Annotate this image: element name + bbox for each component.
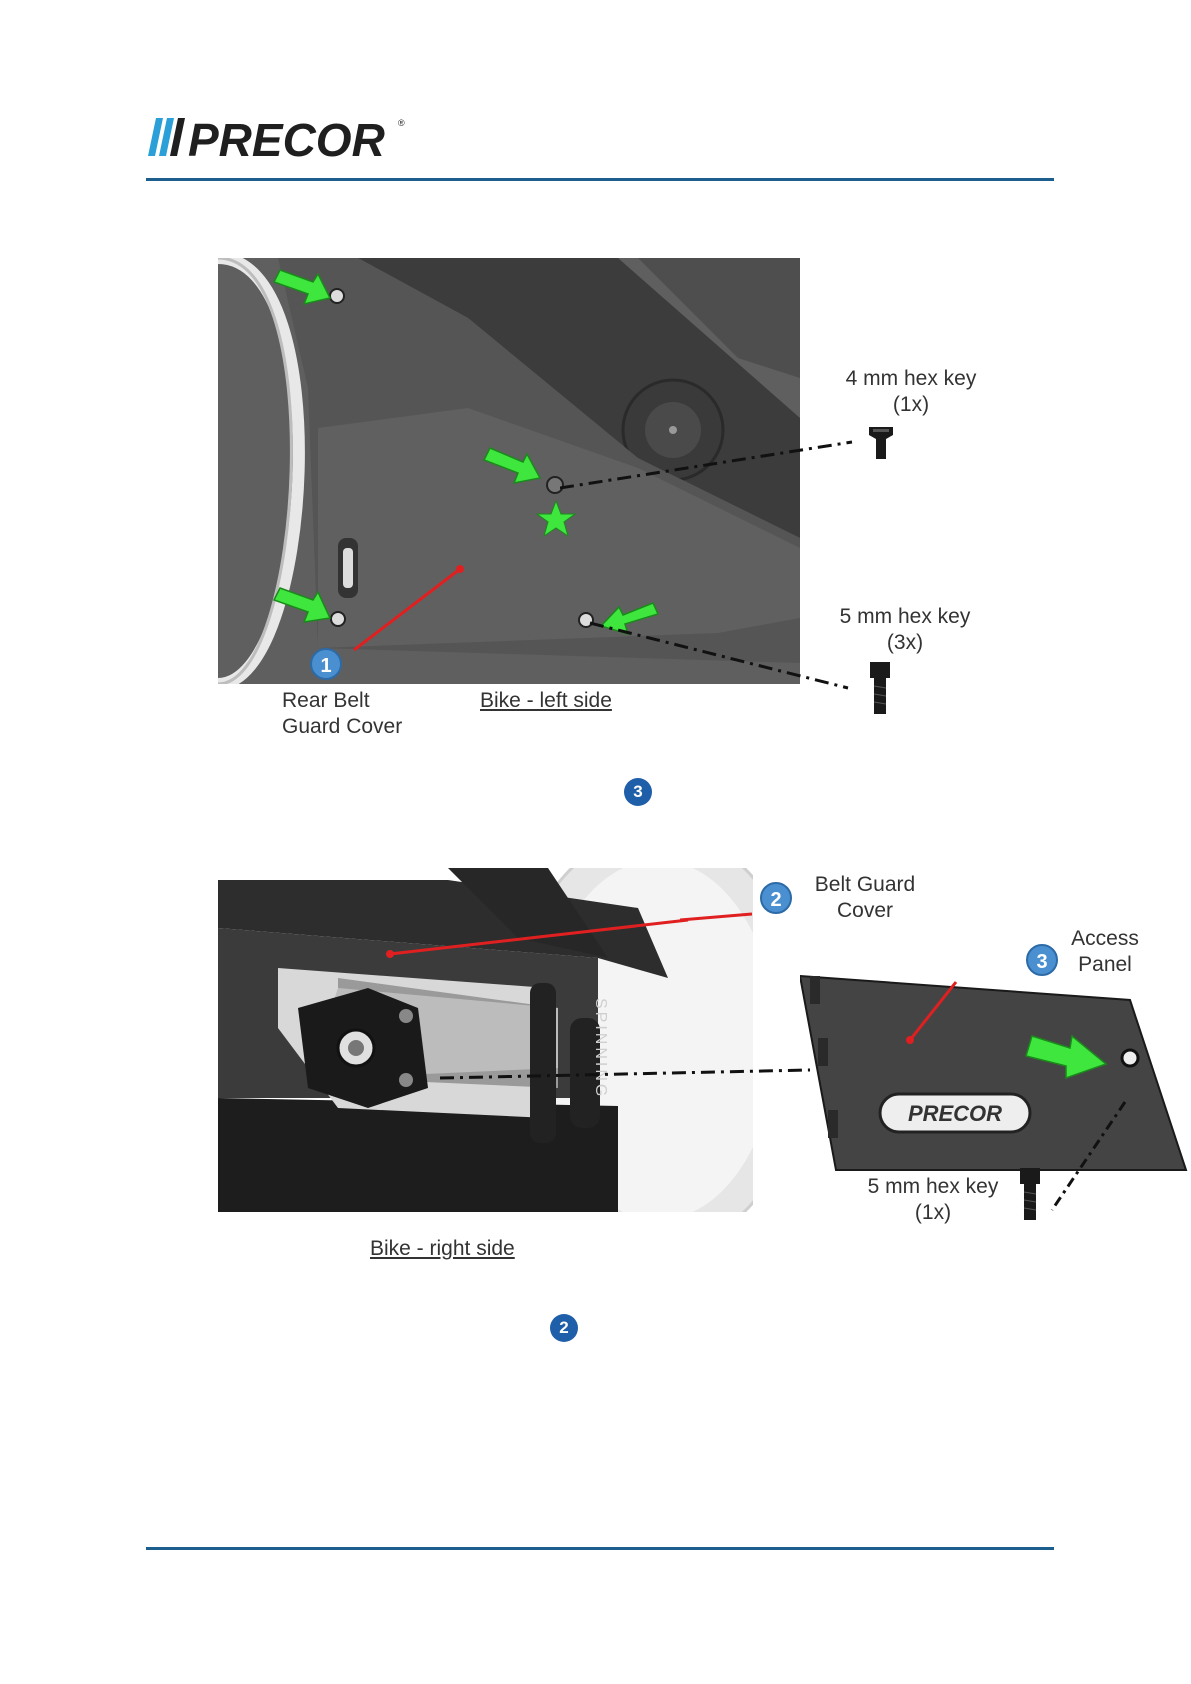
figure-caption-left-side: Bike - left side [480, 688, 612, 714]
leader-lines-left [560, 420, 860, 700]
callout-number-3: 3 [1026, 944, 1058, 976]
belt-guard-cover-label: Belt Guard Cover [800, 872, 930, 924]
screw-icon [1018, 1166, 1042, 1222]
hex-key-4mm-label: 4 mm hex key (1x) [806, 366, 1016, 418]
svg-text:®: ® [398, 118, 405, 128]
leader-lines-right [440, 1060, 1160, 1220]
logo-text: PRECOR [188, 114, 385, 162]
screw-icon [866, 421, 896, 461]
leader-line-belt-guard [680, 896, 760, 936]
screw-icon [868, 660, 892, 716]
footer-rule [146, 1547, 1054, 1550]
marker-number-2: 2 [550, 1314, 578, 1342]
hex-key-5mm-label: 5 mm hex key (3x) [800, 604, 1010, 656]
figure-caption-right-side: Bike - right side [370, 1236, 515, 1262]
access-panel-label: Access Panel [1060, 926, 1150, 978]
rear-belt-guard-cover-label: Rear Belt Guard Cover [282, 688, 402, 740]
hex-key-5mm-label-right: 5 mm hex key (1x) [848, 1174, 1018, 1226]
callout-number-1: 1 [310, 648, 342, 680]
callout-number-2: 2 [760, 882, 792, 914]
header-rule [146, 178, 1054, 181]
marker-number-3: 3 [624, 778, 652, 806]
precor-logo: PRECOR ® [148, 112, 410, 162]
